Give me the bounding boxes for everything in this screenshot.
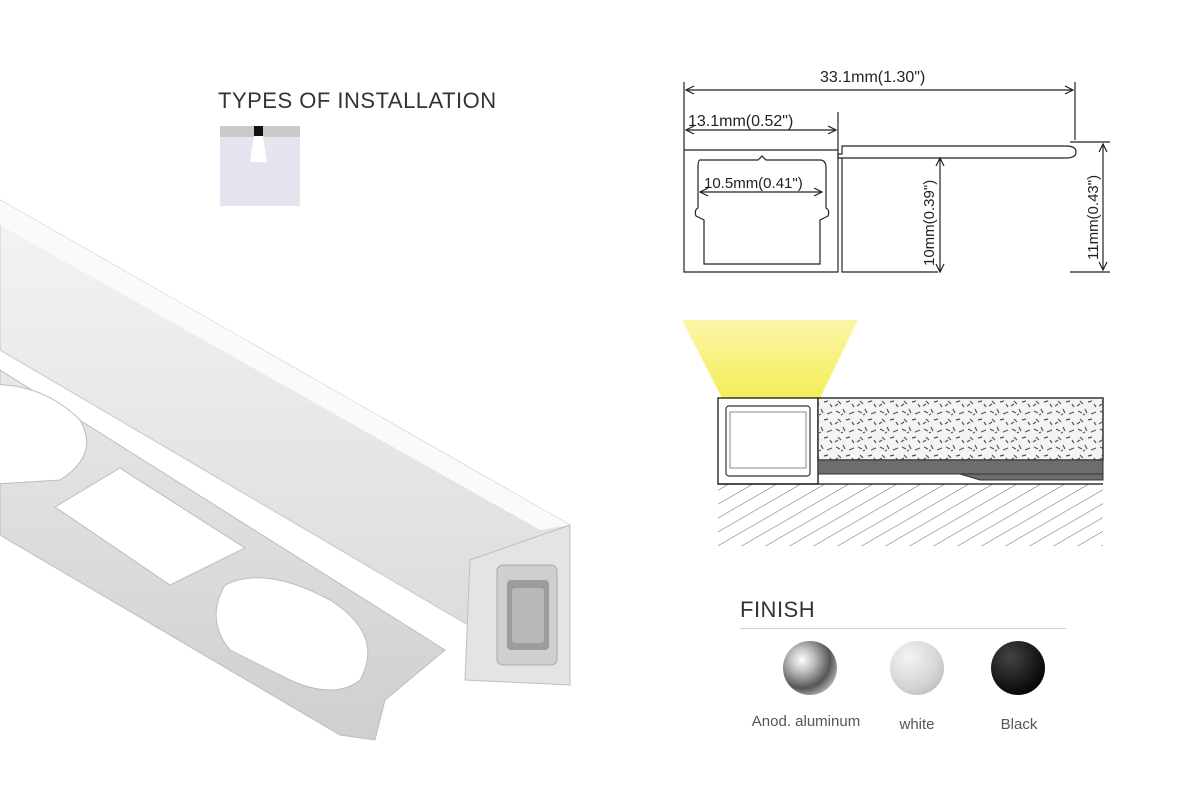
profile-product-image [0, 199, 571, 741]
dim-inner-width: 10.5mm(0.41") [704, 175, 803, 192]
finish-label-aluminum: Anod. aluminum [751, 713, 861, 730]
tile [817, 397, 1104, 461]
cross-section-diagram: 33.1mm(1.30") 13.1mm(0.52") 10.5mm(0.41"… [683, 69, 1110, 274]
dim-channel-width: 13.1mm(0.52") [688, 113, 793, 130]
dim-total-width: 33.1mm(1.30") [820, 69, 925, 86]
substrate [718, 484, 1103, 546]
dim-total-height: 11mm(0.43") [1085, 175, 1102, 260]
finish-label-white: white [899, 716, 935, 733]
finish-swatch-aluminum[interactable] [780, 638, 840, 698]
installation-title: TYPES OF INSTALLATION [218, 88, 497, 113]
finish-title: FINISH [740, 597, 816, 622]
finish-label-black: Black [1000, 716, 1038, 733]
light-beam [682, 320, 858, 398]
installation-diagram [682, 320, 1104, 546]
dim-inner-height: 10mm(0.39") [921, 180, 938, 266]
adhesive-layer [817, 459, 1104, 481]
finish-swatch-black[interactable] [988, 638, 1048, 698]
installation-type-icon[interactable] [220, 126, 300, 206]
finish-swatch-white[interactable] [887, 638, 947, 698]
finish-divider [740, 628, 1066, 629]
